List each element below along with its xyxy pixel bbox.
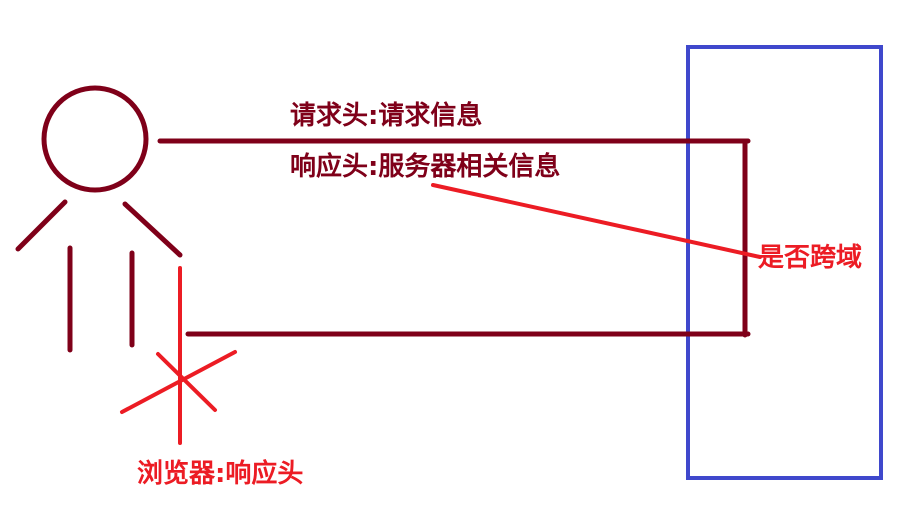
request-header-label: 请求头:请求信息 <box>290 101 483 131</box>
browser-block-mark <box>120 266 237 445</box>
cross-origin-pointer-line <box>431 183 762 259</box>
cross-origin-label: 是否跨域 <box>758 243 863 273</box>
block-mark-diagonal-line-2 <box>156 352 217 412</box>
user-left-arm <box>15 199 68 252</box>
user-head <box>41 85 149 193</box>
user-right-arm <box>122 201 183 258</box>
block-mark-diagonal-line-1 <box>120 350 237 414</box>
server-box <box>686 45 883 480</box>
request-response-path <box>157 138 751 338</box>
user-figure <box>15 85 183 353</box>
response-header-label: 响应头:服务器相关信息 <box>290 152 561 182</box>
browser-response-label: 浏览器:响应头 <box>137 459 304 489</box>
